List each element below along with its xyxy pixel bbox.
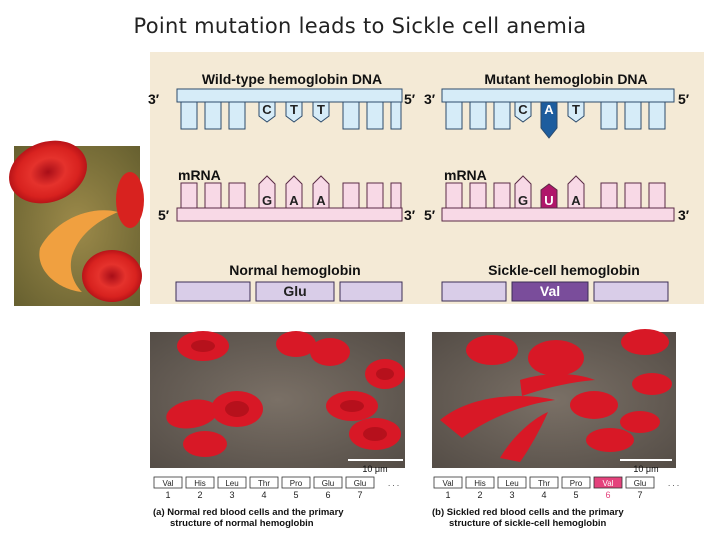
sickle-aa-5: Pro (570, 479, 583, 488)
normal-aa-6: Glu (322, 479, 334, 488)
normal-pos-7: 7 (357, 490, 362, 500)
normal-pos-1: 1 (165, 490, 170, 500)
normal-aa-2: His (194, 479, 206, 488)
wild-type-base-2: T (290, 102, 298, 117)
normal-cells-micrograph: 10 μm (150, 331, 405, 474)
mrna-normal-5prime: 5′ (158, 207, 170, 223)
mrna-mutant-5prime: 5′ (424, 207, 436, 223)
wild-type-dna-5prime: 5′ (404, 91, 416, 107)
wild-type-dna-3prime: 3′ (148, 91, 160, 107)
normal-scale-bar-label: 10 μm (362, 464, 387, 474)
normal-aa-5: Pro (290, 479, 303, 488)
normal-caption-line1: (a) Normal red blood cells and the prima… (153, 507, 344, 518)
mutant-base-1: C (518, 102, 528, 117)
sickled-scale-bar-label: 10 μm (633, 464, 658, 474)
mrna-normal-title: mRNA (178, 167, 221, 183)
mutant-residue-val: Val (540, 283, 560, 299)
mutant-base-2: A (544, 102, 554, 117)
mrna-normal-base-3: A (316, 193, 326, 208)
sickle-pos-5: 5 (573, 490, 578, 500)
normal-protein-chain (175, 281, 403, 302)
sickle-caption-line1: (b) Sickled red blood cells and the prim… (432, 507, 624, 518)
wild-type-base-3: T (317, 102, 325, 117)
normal-aa-7: Glu (354, 479, 366, 488)
normal-aa-3: Leu (225, 479, 238, 488)
mrna-mutant-teeth (445, 175, 666, 209)
sickle-aa-3: Leu (505, 479, 518, 488)
slide-title: Point mutation leads to Sickle cell anem… (133, 14, 587, 38)
normal-chain-ellipsis: . . . (388, 479, 399, 488)
mrna-mutant-base-2: U (544, 193, 553, 208)
normal-aa-4: Thr (258, 479, 270, 488)
dna-mutation-panel: Wild-type hemoglobin DNA 3′ 5′ C T T Mut… (148, 52, 704, 304)
normal-pos-2: 2 (197, 490, 202, 500)
normal-pos-6: 6 (325, 490, 330, 500)
normal-residue-glu: Glu (283, 283, 306, 299)
mutant-dna-3prime: 3′ (424, 91, 436, 107)
mrna-normal-teeth (180, 175, 402, 209)
sickle-aa-4: Thr (538, 479, 550, 488)
mutant-dna-teeth (445, 101, 666, 139)
mrna-mutant-3prime: 3′ (678, 207, 690, 223)
sickle-aa-1: Val (443, 479, 454, 488)
sickle-caption-line2: structure of sickle-cell hemoglobin (449, 518, 607, 529)
sickle-pos-7: 7 (637, 490, 642, 500)
wild-type-dna-title: Wild-type hemoglobin DNA (202, 71, 382, 87)
mutant-dna-5prime: 5′ (678, 91, 690, 107)
sickled-cells-micrograph: 10 μm (432, 329, 676, 474)
normal-aa-1: Val (163, 479, 174, 488)
mutant-protein-chain (441, 281, 669, 302)
normal-pos-4: 4 (261, 490, 266, 500)
mrna-mutant-base-3: A (571, 193, 581, 208)
sickle-pos-3: 3 (509, 490, 514, 500)
normal-hemoglobin-title: Normal hemoglobin (229, 262, 360, 278)
mutant-dna-title: Mutant hemoglobin DNA (484, 71, 647, 87)
sickle-pos-2: 2 (477, 490, 482, 500)
normal-pos-3: 3 (229, 490, 234, 500)
rbc-photo (9, 140, 144, 306)
mrna-mutant-title: mRNA (444, 167, 487, 183)
sickle-aa-6: Val (603, 479, 614, 488)
wild-type-dna-teeth (180, 101, 402, 130)
normal-caption-line2: structure of normal hemoglobin (170, 518, 314, 529)
mrna-normal-base-2: A (289, 193, 299, 208)
mrna-normal-3prime: 3′ (404, 207, 416, 223)
sickle-chain-ellipsis: . . . (668, 479, 679, 488)
mutant-base-3: T (572, 102, 580, 117)
sickle-pos-4: 4 (541, 490, 546, 500)
mrna-normal-base-1: G (262, 193, 272, 208)
wild-type-base-1: C (262, 102, 272, 117)
mrna-mutant-base-1: G (518, 193, 528, 208)
sickle-aa-2: His (474, 479, 486, 488)
normal-pos-5: 5 (293, 490, 298, 500)
sickle-hemoglobin-title: Sickle-cell hemoglobin (488, 262, 640, 278)
sickle-pos-1: 1 (445, 490, 450, 500)
normal-primary-structure: Val His Leu Thr Pro Glu Glu . . . 1 2 3 … (153, 476, 399, 529)
sickle-aa-7: Glu (634, 479, 646, 488)
sickle-pos-6: 6 (605, 490, 610, 500)
sickle-primary-structure: Val His Leu Thr Pro Val Glu . . . 1 2 3 … (432, 476, 679, 529)
